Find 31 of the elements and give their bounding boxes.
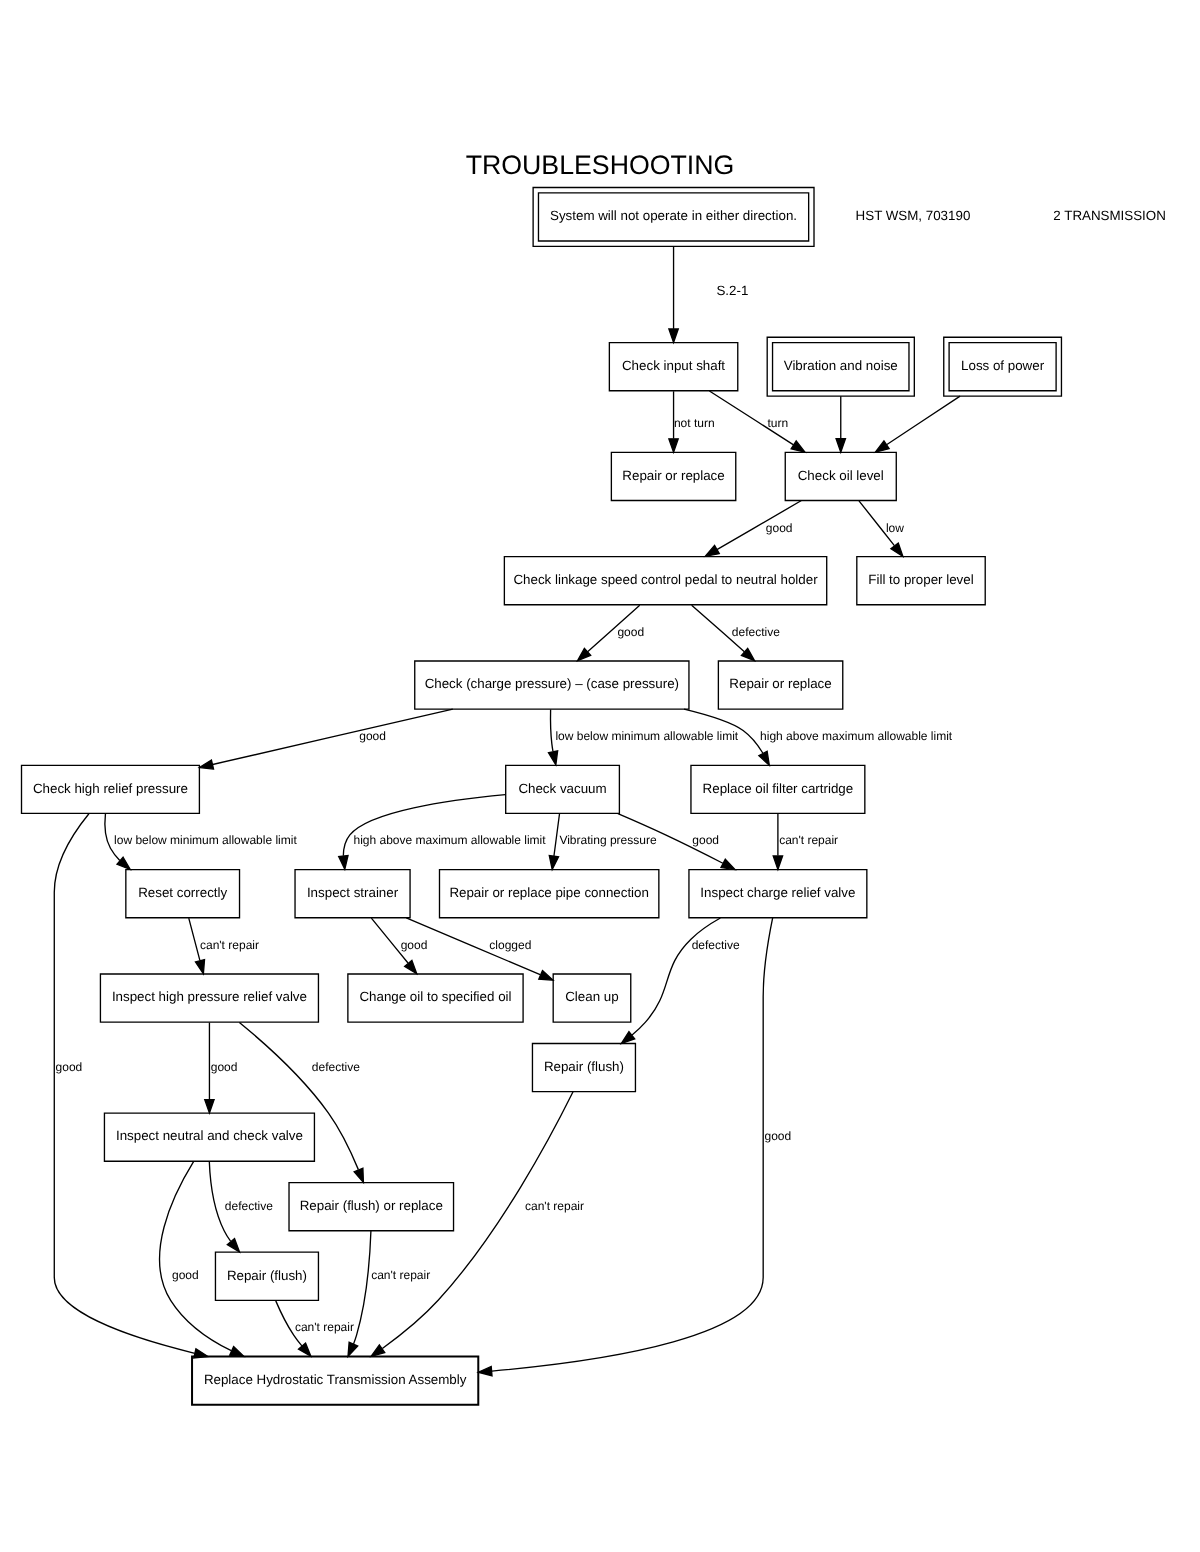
arrow bbox=[619, 917, 722, 1045]
arrow bbox=[548, 813, 561, 872]
arrow bbox=[159, 1161, 246, 1358]
arrow bbox=[772, 813, 784, 872]
arrow bbox=[476, 917, 774, 1377]
arrow bbox=[703, 499, 803, 558]
arrow bbox=[683, 708, 771, 768]
arrow bbox=[617, 812, 737, 871]
arrow bbox=[708, 390, 807, 454]
arrow bbox=[835, 395, 847, 455]
arrow bbox=[667, 390, 680, 455]
arrow bbox=[203, 1021, 216, 1116]
arrow bbox=[347, 1230, 372, 1359]
arrow bbox=[238, 1021, 365, 1185]
arrow bbox=[53, 813, 210, 1359]
arrow bbox=[576, 604, 641, 663]
arrow bbox=[188, 917, 206, 976]
arrow bbox=[667, 245, 680, 345]
arrow bbox=[208, 1160, 241, 1254]
arrow bbox=[369, 1091, 574, 1358]
arrow bbox=[405, 917, 555, 981]
arrow bbox=[275, 1300, 313, 1358]
diagram-title: TROUBLESHOOTING bbox=[465, 150, 735, 181]
arrow bbox=[197, 708, 454, 770]
arrow bbox=[858, 500, 905, 558]
arrow bbox=[873, 395, 961, 454]
arrow bbox=[104, 813, 132, 871]
arrow bbox=[690, 604, 757, 663]
arrow bbox=[337, 793, 507, 872]
arrow bbox=[547, 708, 559, 767]
arrow bbox=[370, 917, 419, 976]
